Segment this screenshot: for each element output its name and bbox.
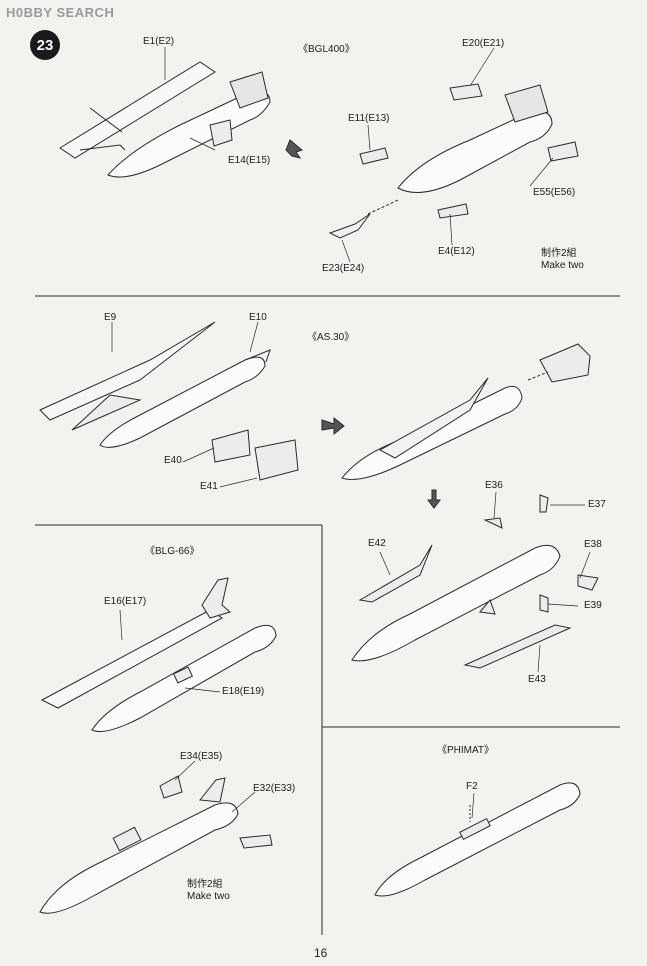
as30-parts-diagram xyxy=(39,321,299,481)
part-label-e42: E42 xyxy=(368,538,386,549)
part-label-e10: E10 xyxy=(249,312,267,323)
part-label-e16: E16(E17) xyxy=(104,596,147,607)
part-label-e40: E40 xyxy=(164,455,182,466)
bgl400-caption: 制作2組 Make two xyxy=(541,248,584,272)
part-label-e39: E39 xyxy=(584,600,602,611)
assembly-arrow xyxy=(285,139,304,159)
caption-en: Make two xyxy=(541,260,584,271)
part-label-e20: E20(E21) xyxy=(462,38,505,49)
part-label-e43: E43 xyxy=(528,674,546,685)
as30-assembled-diagram xyxy=(341,343,591,480)
part-label-e41: E41 xyxy=(200,481,218,492)
part-label-e14: E14(E15) xyxy=(228,155,271,166)
part-label-e37: E37 xyxy=(588,499,606,510)
assembly-arrow xyxy=(427,489,441,509)
part-label-e32: E32(E33) xyxy=(253,783,296,794)
assembly-arrow xyxy=(321,416,345,436)
blg66-caption: 制作2組 Make two xyxy=(187,879,230,903)
part-label-e4: E4(E12) xyxy=(438,246,475,257)
part-label-e55: E55(E56) xyxy=(533,187,576,198)
part-label-e11: E11(E13) xyxy=(348,113,390,124)
as30-title: 《AS.30》 xyxy=(307,332,355,343)
bgl400-parts-diagram xyxy=(59,61,271,178)
as30-final-diagram xyxy=(351,494,599,669)
caption-jp: 制作2組 xyxy=(541,248,577,259)
part-label-e18: E18(E19) xyxy=(222,686,265,697)
bgl400-assembled-diagram xyxy=(328,83,579,239)
blg66-assembled-diagram xyxy=(39,775,273,914)
part-label-e38: E38 xyxy=(584,539,602,550)
phimat-pod-diagram xyxy=(374,782,581,897)
phimat-title: 《PHIMAT》 xyxy=(437,745,495,756)
bgl400-title: 《BGL400》 xyxy=(298,44,355,55)
blg66-parts-diagram xyxy=(40,577,277,732)
hobbysearch-watermark: H0BBY SEARCH xyxy=(6,5,115,20)
blg66-title: 《BLG-66》 xyxy=(145,546,200,557)
caption-jp: 制作2組 xyxy=(187,879,223,890)
part-label-e36: E36 xyxy=(485,480,503,491)
caption-en: Make two xyxy=(187,891,230,902)
part-label-e23: E23(E24) xyxy=(322,263,365,274)
part-label-e1: E1(E2) xyxy=(143,36,175,47)
part-label-e34: E34(E35) xyxy=(180,751,223,762)
step-number-badge: 23 xyxy=(30,30,60,60)
part-label-f2: F2 xyxy=(466,781,478,792)
page-number: 16 xyxy=(314,946,328,960)
part-label-e9: E9 xyxy=(104,312,117,323)
